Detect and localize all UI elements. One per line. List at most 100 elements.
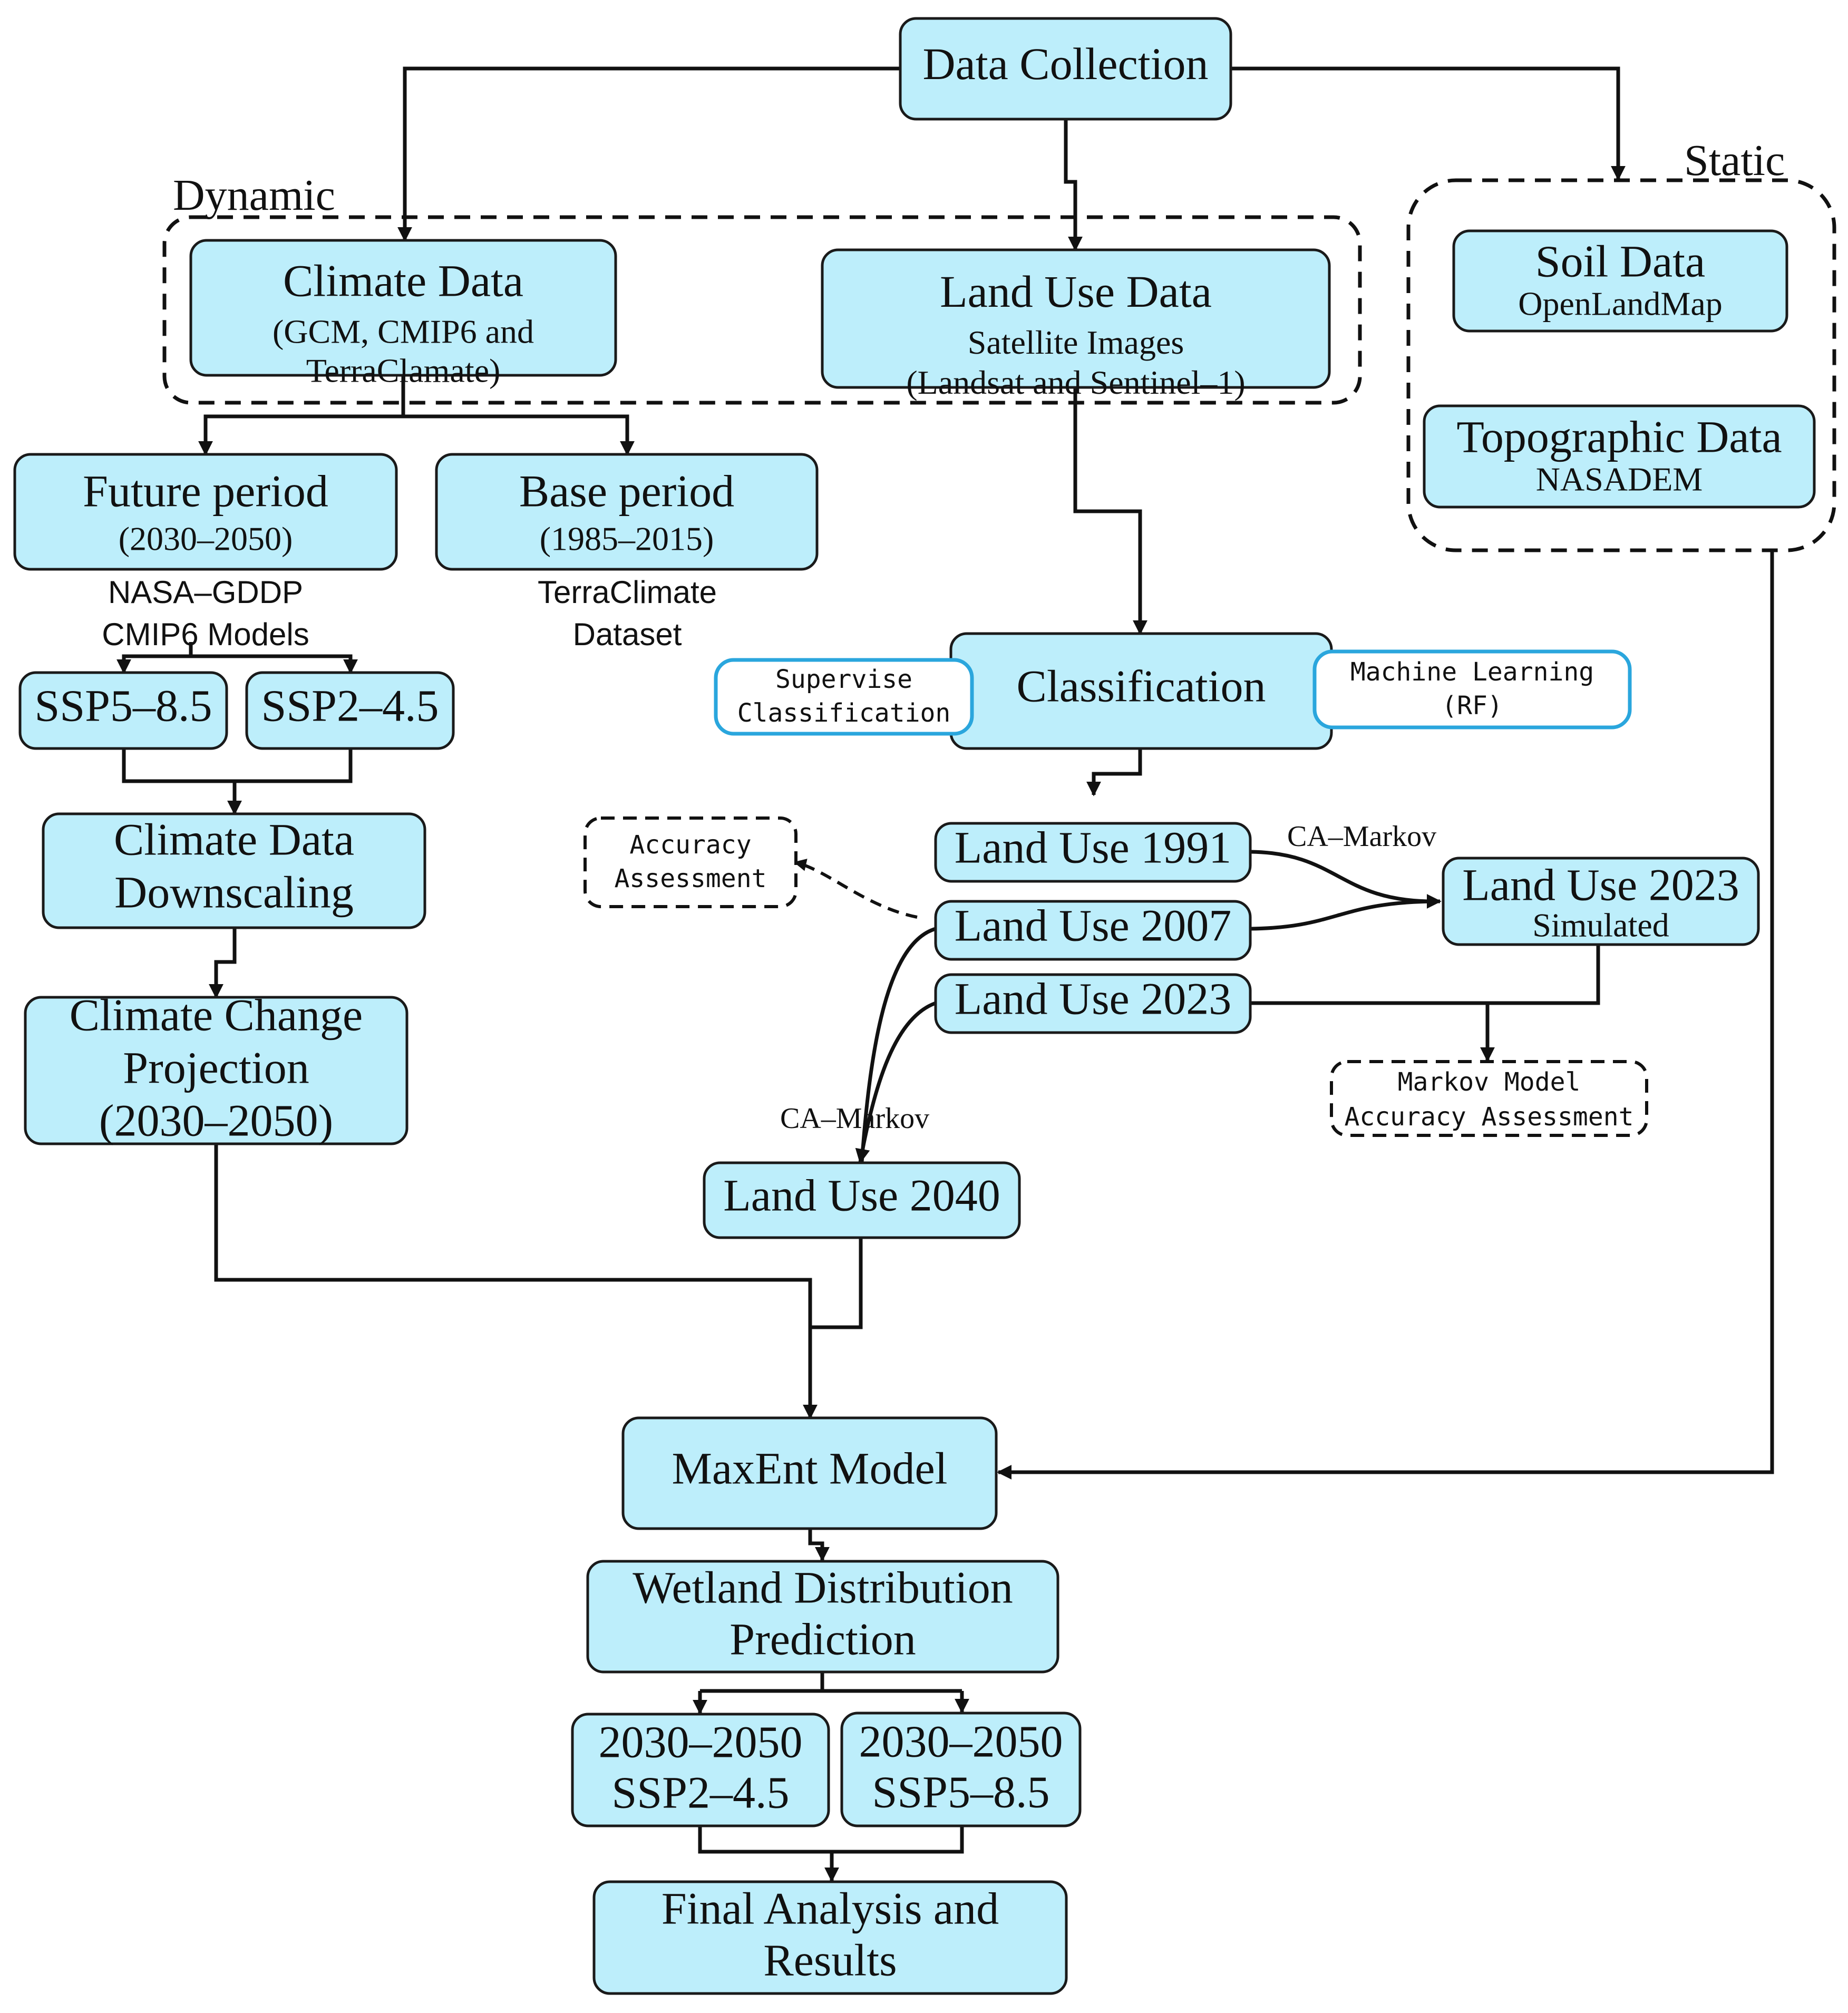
- node-label-line: TerraClimate: [538, 575, 717, 610]
- edge-2023-to-2040: [855, 1001, 937, 1164]
- edge-label-ca-markov-bottom: CA–Markov: [780, 1102, 929, 1135]
- node-box: [583, 816, 797, 908]
- edge-classification-to-landuse-set: [1086, 748, 1142, 796]
- node-box: [1442, 857, 1760, 946]
- node-box: [714, 658, 974, 736]
- node-label-line: Soil Data: [1535, 236, 1705, 287]
- edge-downscaling-to-projection: [209, 928, 237, 999]
- node-label-line: Dataset: [573, 617, 682, 652]
- node-box: [1423, 404, 1816, 509]
- node-box: [621, 1416, 998, 1530]
- node-lu2007: Land Use 2007: [934, 900, 1252, 961]
- edge-static-to-maxent: [997, 550, 1774, 1480]
- edge-2023-to-markov-accuracy: [1250, 1001, 1495, 1062]
- node-label-line: Land Use 2023: [1462, 860, 1739, 910]
- node-label-line: (GCM, CMIP6 and: [273, 313, 534, 351]
- node-box: [586, 1560, 1059, 1674]
- node-box: [245, 671, 455, 750]
- node-label-line: Future period: [83, 466, 328, 517]
- node-label-line: SSP2–4.5: [261, 680, 439, 731]
- edge-2007-to-simulated: [1250, 894, 1442, 931]
- node-label-line: (Landsat and Sentinel–1): [906, 364, 1245, 401]
- node-label-line: Classification: [737, 698, 951, 728]
- node-future-period: Future period(2030–2050): [13, 453, 398, 571]
- node-label-line: Climate Data: [114, 814, 354, 865]
- edge-outputs-merge: [698, 1826, 964, 1854]
- edge-models-to-ssp245: [191, 654, 358, 674]
- node-label-line: Results: [763, 1935, 897, 1986]
- node-label-line: Land Use 2023: [955, 974, 1231, 1024]
- node-box: [1312, 649, 1632, 730]
- node-label-line: Machine Learning: [1350, 657, 1594, 687]
- node-lu2040: Land Use 2040: [703, 1161, 1021, 1239]
- node-box: [189, 239, 617, 377]
- edge-ssp-merge: [122, 748, 353, 783]
- node-label-line: Final Analysis and: [662, 1883, 999, 1934]
- edge-simulated-to-markov-accuracy: [1487, 945, 1600, 1005]
- node-lu1991: Land Use 1991: [934, 822, 1252, 883]
- node-label-line: (RF): [1442, 691, 1503, 721]
- node-box: [934, 900, 1252, 961]
- node-label-line: Accuracy: [629, 830, 751, 860]
- node-label-line: OpenLandMap: [1518, 285, 1722, 323]
- node-box: [1330, 1060, 1648, 1137]
- node-label-line: Classification: [1017, 661, 1266, 712]
- node-box: [899, 17, 1232, 121]
- node-box: [1452, 229, 1788, 333]
- node-machine-learning: Machine Learning (RF): [1312, 649, 1632, 730]
- node-label-line: Accuracy Assessment: [1344, 1102, 1633, 1132]
- edge-collection-to-static: [1231, 66, 1626, 181]
- edge-1991-to-simulated: [1250, 850, 1434, 903]
- node-box: [13, 453, 398, 571]
- node-box: [42, 812, 426, 929]
- node-box: [934, 822, 1252, 883]
- node-label-line: (2030–2050): [99, 1095, 333, 1146]
- node-label-line: Land Use 2007: [955, 900, 1231, 951]
- node-label-line: SSP5–8.5: [872, 1767, 1050, 1817]
- node-label-line: Base period: [519, 466, 734, 517]
- node-data-collection: Data Collection: [899, 17, 1232, 121]
- node-label-line: SSP5–8.5: [35, 680, 212, 731]
- node-label-line: Supervise: [775, 665, 912, 694]
- edge-maxent-to-wetland: [808, 1529, 830, 1562]
- node-label-line: Land Use 1991: [955, 822, 1231, 873]
- edge-collection-to-landuse: [1064, 119, 1083, 251]
- node-label-line: Satellite Images: [968, 324, 1184, 361]
- node-box: [24, 996, 408, 1145]
- node-label-line: NASA–GDDP: [108, 575, 303, 610]
- node-box: [821, 248, 1331, 389]
- node-label-line: Markov Model: [1398, 1067, 1581, 1097]
- edge-label-ca-markov-top: CA–Markov: [1287, 820, 1436, 853]
- node-box: [435, 453, 819, 571]
- node-lu2023: Land Use 2023: [934, 973, 1252, 1034]
- node-label-line: Land Use 2040: [723, 1170, 1000, 1221]
- node-label-line: Assessment: [615, 864, 767, 893]
- edge-climate-to-future: [198, 375, 405, 456]
- node-maxent: MaxEnt Model: [621, 1416, 998, 1530]
- edge-landuse-to-classification: [1073, 387, 1147, 635]
- node-label-line: Land Use Data: [940, 266, 1212, 317]
- node-label-line: NASADEM: [1536, 461, 1703, 498]
- node-label-line: (2030–2050): [119, 520, 293, 558]
- node-box: [703, 1161, 1021, 1239]
- edges: [116, 66, 1774, 1882]
- node-box: [592, 1880, 1068, 1995]
- node-label-line: Data Collection: [922, 38, 1208, 89]
- edge-set-to-accuracy: [793, 859, 918, 919]
